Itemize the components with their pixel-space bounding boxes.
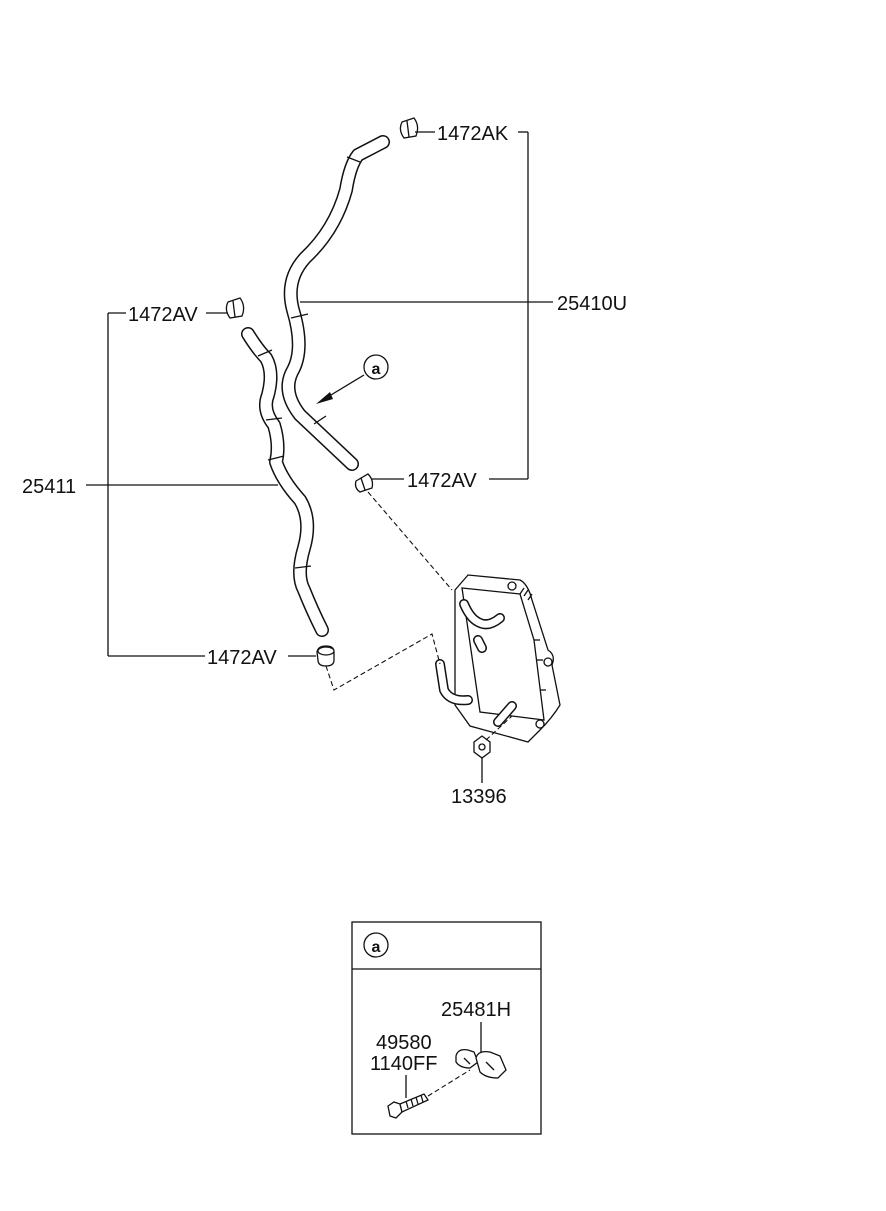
label-1472av-mid: 1472AV <box>407 470 477 492</box>
label-25411: 25411 <box>22 476 76 498</box>
hose-25411 <box>241 327 329 637</box>
clip-1472ak-shape <box>399 117 419 139</box>
hose-25410u <box>281 135 390 471</box>
label-1472ak: 1472AK <box>437 123 509 145</box>
clip-1472av-upper-shape <box>225 297 245 319</box>
bracket-25481h-shape <box>455 1048 507 1079</box>
label-25410u: 25410U <box>557 293 627 315</box>
callout-a-text: a <box>372 361 381 378</box>
clip-1472av-bottom-shape <box>316 645 335 667</box>
oil-cooler <box>435 574 561 743</box>
label-13396: 13396 <box>451 786 507 808</box>
clip-1472av-mid-shape <box>354 473 374 493</box>
detail-marker-a: a <box>372 939 381 956</box>
label-1472av-upper-left: 1472AV <box>128 304 198 326</box>
label-25481h: 25481H <box>441 999 511 1021</box>
label-1140ff: 1140FF <box>370 1053 437 1075</box>
label-1472av-bottom: 1472AV <box>207 647 277 669</box>
connection-lines <box>325 491 513 741</box>
detail-box-a: a 25481H 49580 1140FF <box>351 921 542 1135</box>
leader-lines <box>86 131 553 783</box>
bolt-shape <box>387 1093 429 1119</box>
callout-a: a <box>316 354 389 404</box>
nut-13396-shape <box>473 735 491 759</box>
label-49580: 49580 <box>376 1032 432 1054</box>
